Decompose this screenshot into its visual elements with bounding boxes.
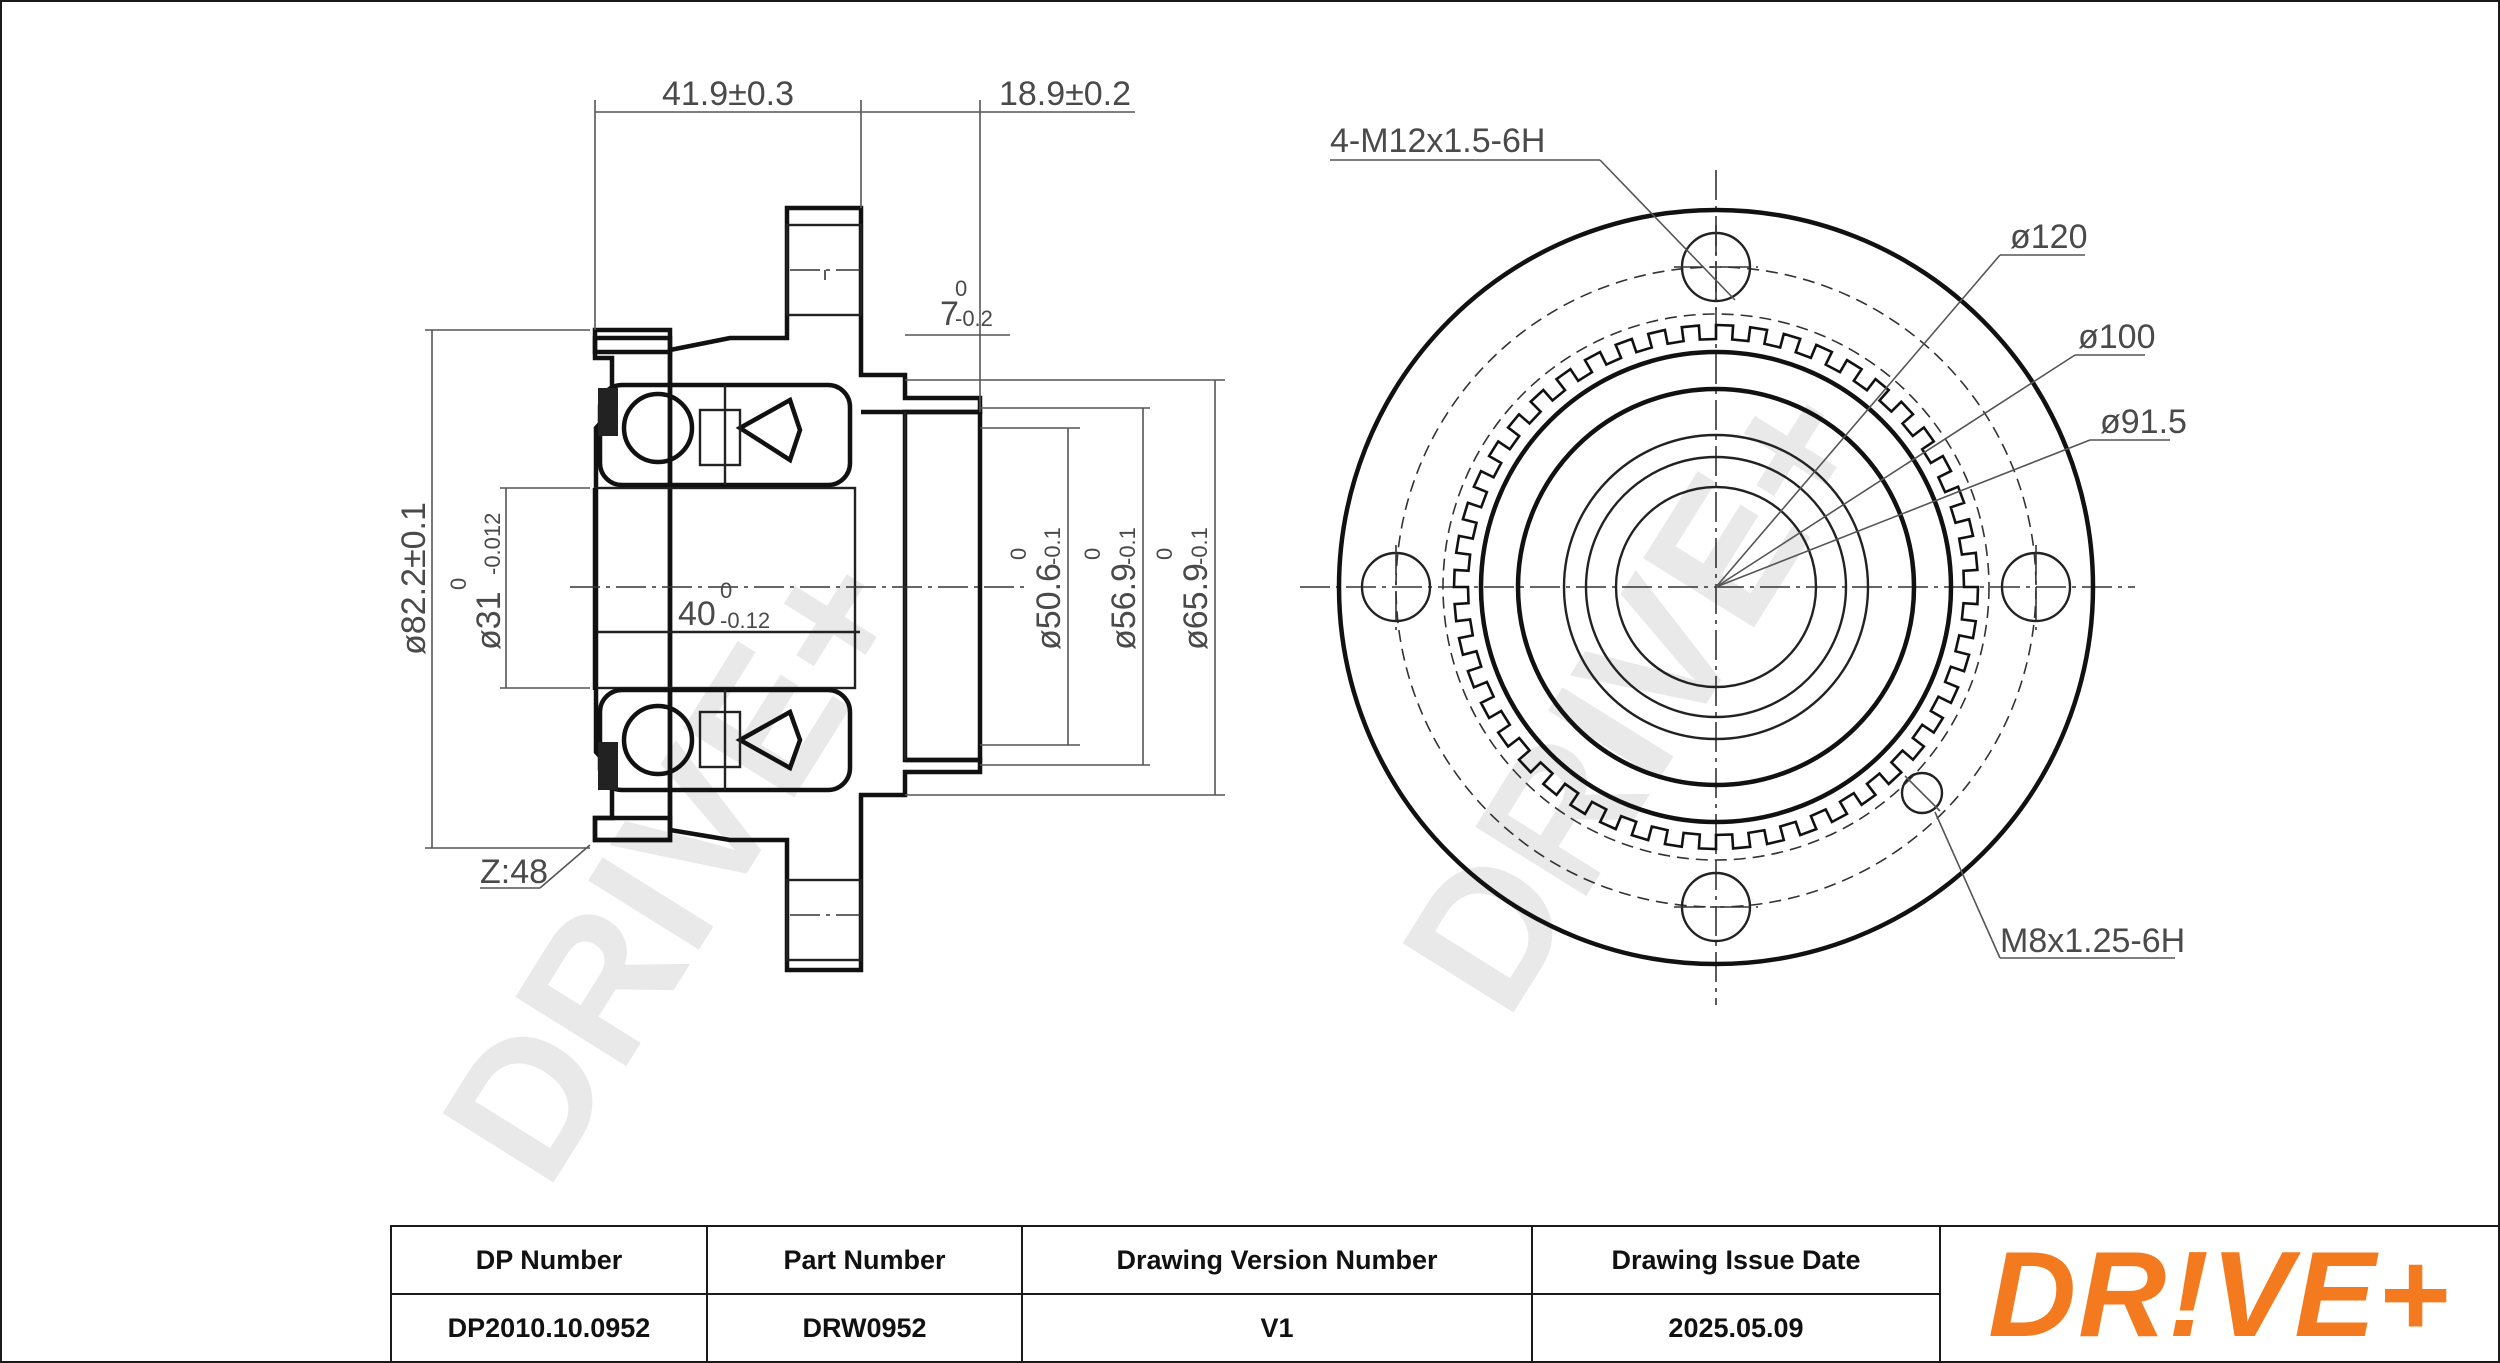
dim-pilot-c: ø65.9	[1177, 563, 1215, 650]
dim-pilot-c-lower: -0.1	[1187, 527, 1212, 565]
pilot-outline	[861, 409, 983, 763]
dim-pilot-c-upper: 0	[1152, 548, 1177, 560]
dim-pilot-b-upper: 0	[1080, 548, 1105, 560]
dim-bore-lower: -0.012	[480, 513, 505, 575]
abs-ring-lower	[592, 815, 673, 843]
pilot-circle-outer	[1562, 433, 1870, 741]
dim-pilot-a-upper: 0	[1006, 548, 1031, 560]
bearing-circle	[1515, 386, 1917, 788]
seal-upper	[598, 388, 618, 436]
label-bolt-circle: ø120	[2010, 218, 2088, 256]
hub-circle	[1478, 349, 1954, 825]
dim-pilot-a: ø50.6	[1030, 563, 1068, 650]
pilot-circle-inner	[1584, 455, 1848, 719]
header-part-number: Part Number	[706, 1225, 1023, 1295]
bearing-balls-upper	[597, 382, 853, 488]
flange-outline	[1336, 207, 2096, 967]
drive-logo: DR!VE+	[1988, 1226, 2451, 1362]
header-dp-number: DP Number	[390, 1225, 708, 1295]
bore-circle	[1614, 485, 1818, 689]
dim-pilot-depth-upper: 0	[955, 276, 967, 301]
dim-width-total: 41.9±0.3	[662, 75, 794, 113]
header-drawing-issue-date: Drawing Issue Date	[1531, 1225, 1941, 1295]
flange-bolt-hole-top	[785, 223, 863, 317]
dim-bearing-width-upper: 0	[720, 578, 732, 603]
label-screw-hole: M8x1.25-6H	[2000, 922, 2185, 960]
value-drawing-version: V1	[1021, 1293, 1533, 1363]
value-drawing-issue-date: 2025.05.09	[1531, 1293, 1941, 1363]
abs-ring-upper	[592, 327, 673, 355]
dim-pilot-depth: 7	[940, 295, 959, 333]
dim-bearing-width: 40	[678, 595, 716, 633]
dim-bearing-width-lower: -0.12	[720, 608, 770, 633]
dim-outer-diameter: ø82.2±0.1	[395, 502, 433, 655]
value-dp-number: DP2010.10.0952	[390, 1293, 708, 1363]
dim-pilot-b: ø56.9	[1105, 563, 1143, 650]
dim-flange-offset: 18.9±0.2	[999, 75, 1131, 113]
dim-pilot-a-lower: -0.1	[1040, 527, 1065, 565]
logo-cell: DR!VE+	[1939, 1225, 2500, 1363]
section-view: 41.9±0.3 18.9±0.2 7 0 -0.2 ø82.2±0.1 ø31…	[395, 75, 1225, 973]
flange-bolt-hole-bottom	[785, 878, 863, 962]
header-drawing-version: Drawing Version Number	[1021, 1225, 1533, 1295]
dim-bore-upper: 0	[446, 578, 471, 590]
circle-100	[1442, 313, 1990, 861]
label-wheel-bolts: 4-M12x1.5-6H	[1330, 122, 1545, 160]
watermark-right: DRIVE+	[1362, 346, 1908, 1045]
front-view: 4-M12x1.5-6H ø120 ø100 ø91.5 M8x1.25-6H	[1300, 122, 2187, 1005]
bearing-balls-lower	[597, 687, 853, 793]
abs-tooth-profile	[1452, 323, 1980, 851]
seal-lower	[598, 742, 618, 790]
title-block: DP Number Part Number Drawing Version Nu…	[390, 1225, 2500, 1363]
bolt-circle	[1395, 266, 2037, 908]
dim-bore: ø31	[470, 591, 508, 650]
dim-abs-teeth: Z:48	[480, 853, 548, 891]
abs-tone-ring	[1452, 323, 1980, 851]
dim-pilot-b-lower: -0.1	[1115, 527, 1140, 565]
label-dia-91: ø91.5	[2100, 403, 2187, 441]
label-dia-100: ø100	[2078, 318, 2156, 356]
dim-pilot-depth-lower: -0.2	[955, 306, 993, 331]
screw-hole	[1900, 771, 1944, 815]
value-part-number: DRW0952	[706, 1293, 1023, 1363]
